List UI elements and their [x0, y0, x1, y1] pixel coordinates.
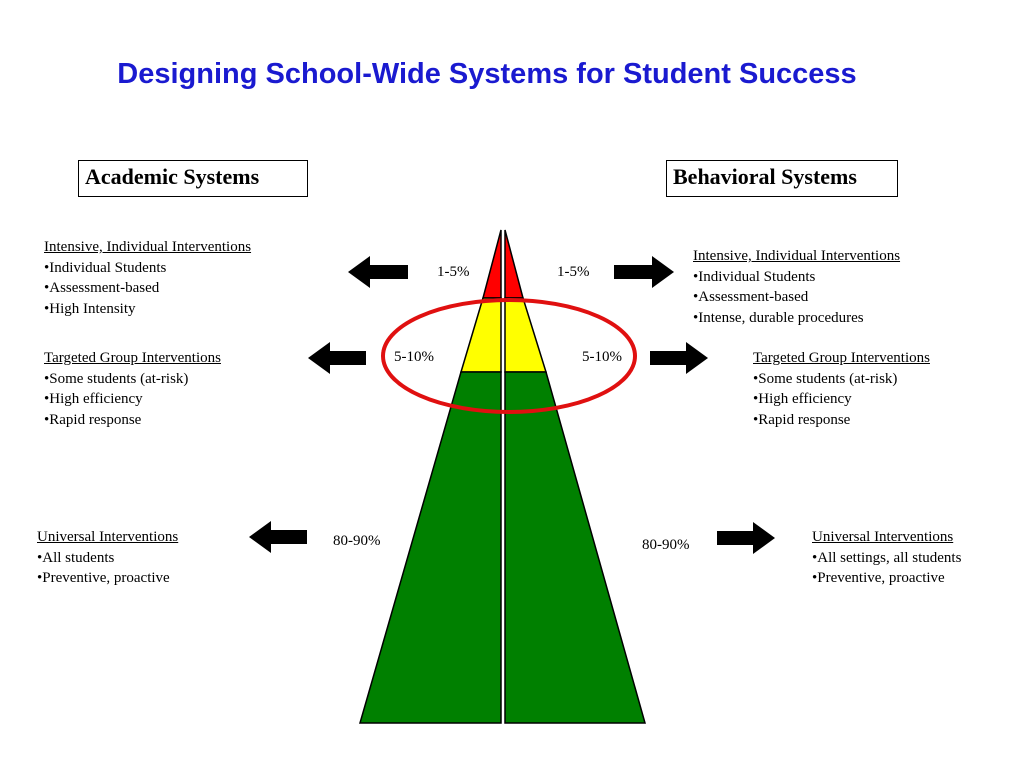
- academic-systems-label: Academic Systems: [78, 160, 308, 197]
- behavioral-targeted-block: Targeted Group Interventions •Some stude…: [753, 348, 930, 430]
- arrow-left-icon: [308, 342, 366, 374]
- pyramid-left-intensive-tier: [482, 229, 502, 299]
- pyramid-left-universal-tier: [359, 371, 502, 724]
- academic-intensive-bullet: •Individual Students: [44, 259, 167, 276]
- page-title: Designing School-Wide Systems for Studen…: [117, 58, 857, 90]
- behavioral-targeted-bullet: •Some students (at-risk): [753, 370, 898, 387]
- academic-intensive-percent: 1-5%: [437, 264, 470, 280]
- behavioral-intensive-heading: Intensive, Individual Interventions: [693, 248, 901, 264]
- academic-universal-block: Universal Interventions •All students •P…: [37, 527, 178, 589]
- academic-targeted-percent: 5-10%: [394, 349, 434, 365]
- academic-universal-bullet: •Preventive, proactive: [37, 570, 170, 586]
- behavioral-intensive-bullet: •Assessment-based: [693, 289, 809, 305]
- academic-targeted-heading: Targeted Group Interventions: [44, 350, 221, 366]
- behavioral-universal-bullet: •All settings, all students: [812, 549, 962, 566]
- academic-universal-percent: 80-90%: [333, 533, 381, 549]
- behavioral-universal-block: Universal Interventions •All settings, a…: [812, 527, 961, 589]
- behavioral-universal-heading: Universal Interventions: [812, 529, 954, 545]
- behavioral-intensive-bullet: •Intense, durable procedures: [693, 309, 864, 326]
- highlight-ellipse: [381, 298, 637, 414]
- academic-targeted-bullet: •Rapid response: [44, 411, 142, 428]
- pyramid-right-intensive-tier: [504, 229, 524, 299]
- academic-targeted-bullet: •High efficiency: [44, 391, 143, 407]
- arrow-left-icon: [249, 521, 307, 553]
- arrow-right-icon: [614, 256, 674, 288]
- behavioral-targeted-bullet: •High efficiency: [753, 391, 852, 407]
- arrow-right-icon: [650, 342, 708, 374]
- pyramid-left-targeted-tier: [459, 297, 502, 373]
- academic-intensive-bullet: •High Intensity: [44, 300, 136, 317]
- behavioral-intensive-percent: 1-5%: [557, 264, 590, 280]
- behavioral-targeted-percent: 5-10%: [582, 349, 622, 365]
- behavioral-intensive-bullet: •Individual Students: [693, 268, 816, 285]
- behavioral-targeted-heading: Targeted Group Interventions: [753, 350, 930, 366]
- behavioral-systems-label: Behavioral Systems: [666, 160, 898, 197]
- academic-targeted-bullet: •Some students (at-risk): [44, 370, 189, 387]
- arrow-left-icon: [348, 256, 408, 288]
- behavioral-universal-percent: 80-90%: [642, 537, 690, 553]
- academic-intensive-heading: Intensive, Individual Interventions: [44, 239, 252, 255]
- pyramid-right-targeted-tier: [504, 297, 548, 373]
- academic-intensive-bullet: •Assessment-based: [44, 280, 160, 296]
- behavioral-intensive-block: Intensive, Individual Interventions •Ind…: [693, 246, 900, 328]
- pyramid-right-universal-tier: [504, 371, 646, 724]
- behavioral-universal-bullet: •Preventive, proactive: [812, 570, 945, 586]
- academic-targeted-block: Targeted Group Interventions •Some stude…: [44, 348, 221, 430]
- academic-universal-heading: Universal Interventions: [37, 529, 179, 545]
- arrow-right-icon: [717, 522, 775, 554]
- academic-universal-bullet: •All students: [37, 549, 115, 566]
- behavioral-targeted-bullet: •Rapid response: [753, 411, 851, 428]
- academic-intensive-block: Intensive, Individual Interventions •Ind…: [44, 237, 251, 319]
